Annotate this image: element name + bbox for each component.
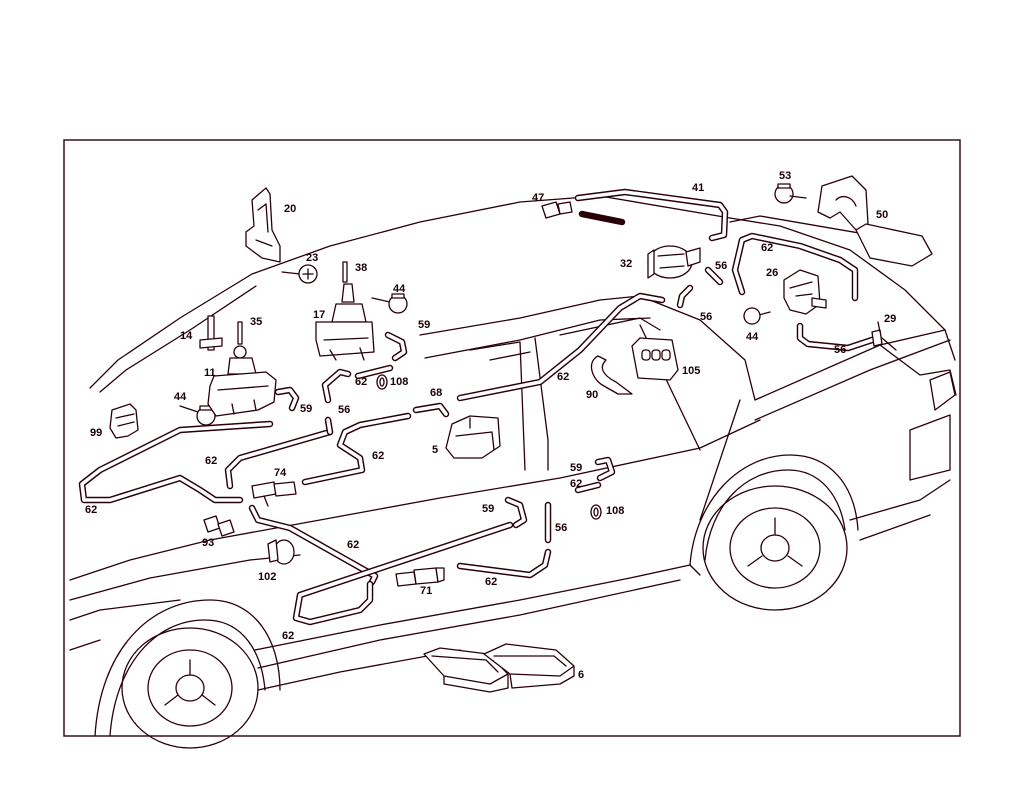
label-105: 105: [682, 365, 700, 377]
part-fitting-47: [541, 201, 573, 219]
label-29: 29: [884, 313, 896, 325]
label-44-b: 44: [174, 391, 187, 403]
label-59-b: 59: [300, 403, 312, 415]
label-32: 32: [620, 258, 632, 270]
part-screw-44-c: [743, 307, 771, 325]
part-valve-26: [783, 269, 827, 315]
label-62-c: 62: [205, 455, 217, 467]
label-68: 68: [430, 387, 442, 399]
label-35: 35: [250, 316, 262, 328]
label-56-d: 56: [834, 344, 846, 356]
part-bracket-50: [817, 175, 933, 267]
label-62-h: 62: [347, 539, 359, 551]
label-50: 50: [876, 209, 888, 221]
part-pump-32: [647, 245, 701, 279]
label-44-c: 44: [746, 331, 759, 343]
label-74: 74: [274, 467, 287, 479]
part-valve-17: [315, 283, 375, 361]
label-108: 108: [390, 376, 408, 388]
part-mats-6: [423, 643, 575, 693]
label-62-e: 62: [761, 242, 773, 254]
label-62-f: 62: [557, 371, 569, 383]
label-62-j: 62: [282, 630, 294, 642]
rear-wheel: [702, 485, 848, 611]
label-11: 11: [204, 367, 216, 379]
label-6: 6: [578, 669, 584, 681]
part-screw-44-b: [179, 405, 216, 426]
part-ring-108-a: [376, 374, 388, 390]
label-93: 93: [202, 537, 214, 549]
callout-labels: 20 23 38 44 17 59 14 35 11 44 59 99 62 1…: [85, 170, 896, 681]
part-grille-105: [631, 337, 679, 381]
label-62-b: 62: [372, 450, 384, 462]
label-102: 102: [258, 571, 276, 583]
label-62-i: 62: [485, 576, 497, 588]
part-pin-35: [233, 321, 247, 359]
label-99: 99: [90, 427, 102, 439]
label-44: 44: [393, 283, 406, 295]
label-56-c: 56: [700, 311, 712, 323]
label-59-c: 59: [570, 462, 582, 474]
label-56-a: 56: [338, 404, 350, 416]
label-5: 5: [432, 444, 438, 456]
part-pin-38: [342, 261, 348, 283]
diagram-frame: [63, 139, 961, 737]
part-ring-108-b: [590, 504, 602, 520]
part-fitting-29: [871, 321, 897, 351]
label-90: 90: [586, 389, 598, 401]
label-41: 41: [692, 182, 704, 194]
label-71: 71: [420, 585, 432, 597]
part-connector-14: [199, 315, 223, 351]
part-screw-53: [774, 183, 807, 204]
label-17: 17: [313, 309, 325, 321]
part-fitting-71: [395, 567, 445, 587]
label-108-b: 108: [606, 505, 624, 517]
label-20: 20: [284, 203, 296, 215]
label-62-d: 62: [85, 504, 97, 516]
part-control-unit-5: [445, 415, 501, 459]
part-connector-74: [251, 481, 297, 507]
part-strap-90: [590, 355, 633, 395]
label-62-g: 62: [570, 478, 582, 490]
label-62-a: 62: [355, 376, 367, 388]
label-38: 38: [355, 262, 367, 274]
label-59: 59: [418, 319, 430, 331]
part-clamp-102: [267, 539, 295, 565]
label-26: 26: [766, 267, 778, 279]
label-47: 47: [532, 192, 544, 204]
part-screw-23: [281, 264, 318, 284]
label-53: 53: [779, 170, 791, 182]
label-56-b: 56: [715, 260, 727, 272]
part-clip-99: [109, 403, 139, 439]
vacuum-hoses: [78, 188, 882, 626]
part-screw-44-a: [371, 293, 408, 314]
part-clip-93: [203, 515, 235, 537]
label-59-d: 59: [482, 503, 494, 515]
part-bracket-20: [245, 187, 281, 263]
label-14: 14: [180, 330, 193, 342]
part-valve-11: [207, 357, 277, 417]
front-wheel: [121, 627, 259, 749]
label-56-e: 56: [555, 522, 567, 534]
label-23: 23: [306, 252, 318, 264]
